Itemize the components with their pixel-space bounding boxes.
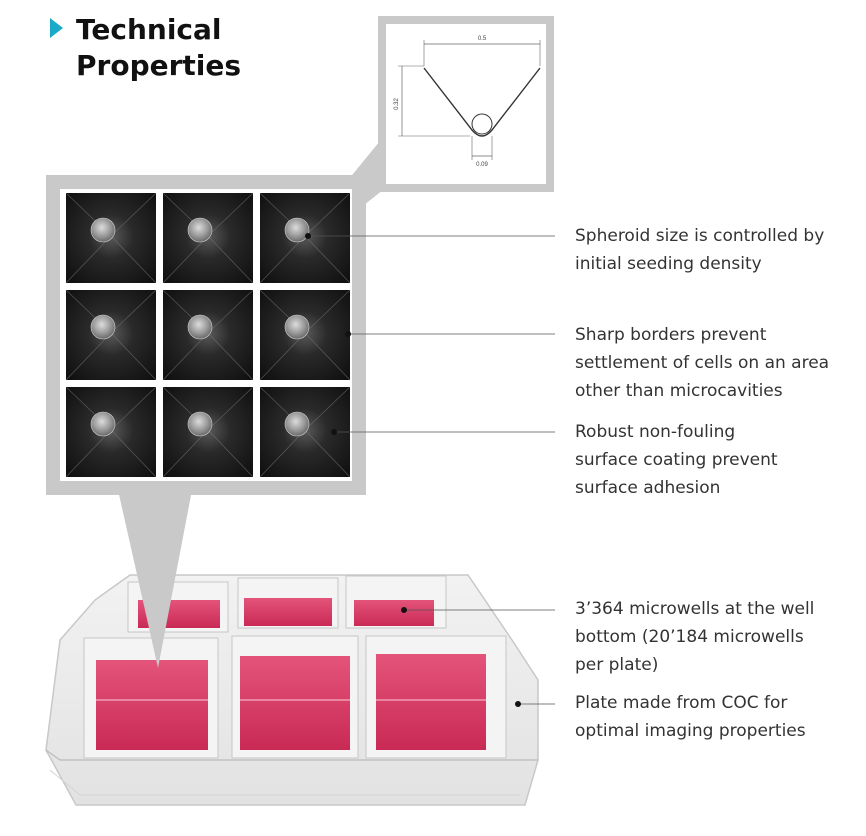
leader-dot-4	[401, 607, 407, 613]
title-line-1: Technical	[76, 13, 222, 46]
microcavity	[65, 192, 157, 284]
spheroid	[284, 217, 310, 243]
culture-plate	[45, 574, 539, 806]
media-back-2	[244, 598, 332, 626]
triangle-right-icon	[50, 18, 63, 38]
spheroid	[90, 217, 116, 243]
spheroid	[187, 314, 213, 340]
callout-line: Sharp borders prevent	[575, 325, 767, 345]
media-front-1	[96, 660, 208, 750]
spheroid	[284, 314, 310, 340]
plate-bottom-edge	[49, 769, 520, 796]
leader-lines	[305, 233, 555, 707]
callout-line: surface coating prevent	[575, 450, 778, 470]
leader-dot-5	[515, 701, 521, 707]
cavity-profile-drawing: 0.5 0.32 0.09	[394, 36, 541, 168]
dim-label-bottom: 0.09	[476, 162, 488, 168]
callout-microwells: 3’364 microwells at the well bottom (20’…	[575, 595, 814, 679]
callout-line: bottom (20’184 microwells	[575, 627, 804, 647]
callout-line: 3’364 microwells at the well	[575, 599, 815, 619]
callout-coating: Robust non-fouling surface coating preve…	[575, 418, 778, 502]
microcavity	[259, 192, 351, 284]
spheroid	[187, 217, 213, 243]
cavity-profile	[423, 67, 541, 137]
callout-line: Robust non-fouling	[575, 422, 736, 442]
microcavity	[162, 192, 254, 284]
microcavity-grid	[65, 192, 351, 478]
spheroid	[284, 411, 310, 437]
callout-line: initial seeding density	[575, 254, 762, 274]
callout-line: optimal imaging properties	[575, 721, 806, 741]
callout-plate-material: Plate made from COC for optimal imaging …	[575, 689, 806, 745]
dim-label-top: 0.5	[478, 36, 487, 42]
callout-sharp-borders: Sharp borders prevent settlement of cell…	[575, 321, 829, 405]
callout-spheroid-size: Spheroid size is controlled by initial s…	[575, 222, 824, 278]
title-line-2: Properties	[76, 49, 242, 82]
plate-rim	[45, 749, 538, 761]
magnifier-beam	[118, 490, 192, 668]
inset-panel	[386, 24, 546, 184]
spheroid	[187, 411, 213, 437]
page-title: Technical Properties	[76, 12, 241, 84]
dim-label-side: 0.32	[394, 98, 400, 110]
media-front-3	[376, 654, 486, 750]
microcavity	[162, 386, 254, 478]
leader-dot-2	[345, 331, 351, 337]
leader-dot-3	[331, 429, 337, 435]
media-back-3	[354, 600, 434, 626]
microcavity	[162, 289, 254, 381]
callout-line: other than microcavities	[575, 381, 783, 401]
spheroid-circle	[471, 113, 493, 135]
callout-line: surface adhesion	[575, 478, 721, 498]
spheroid	[90, 314, 116, 340]
leader-dot-1	[305, 233, 311, 239]
microcavity	[65, 289, 157, 381]
callout-line: Spheroid size is controlled by	[575, 226, 825, 246]
callout-line: per plate)	[575, 655, 659, 675]
callout-line: Plate made from COC for	[575, 693, 788, 713]
microcavity	[259, 386, 351, 478]
spheroid	[90, 411, 116, 437]
microcavity	[65, 386, 157, 478]
callout-line: settlement of cells on an area	[575, 353, 830, 373]
microcavity	[259, 289, 351, 381]
media-front-2	[240, 656, 350, 750]
